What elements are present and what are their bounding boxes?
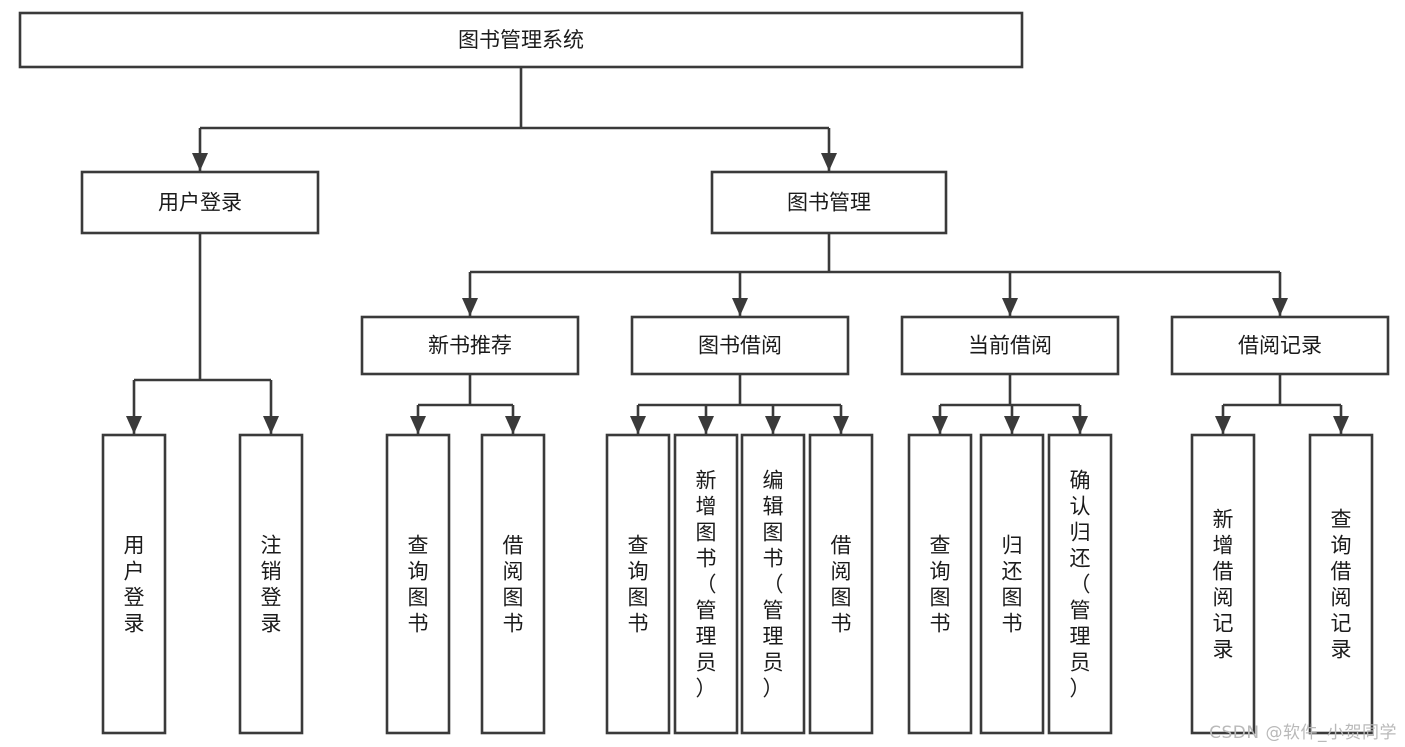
node-leaf-confirm-return-box[interactable] [1047,433,1113,735]
node-borrow-record-box[interactable] [1170,315,1390,376]
node-leaf-borrow-book-2[interactable]: 借阅图书 [808,433,874,735]
node-leaf-return-book-box[interactable] [979,433,1045,735]
arrow-head-icon [698,416,714,434]
node-book-manage-box[interactable] [710,170,948,235]
arrow-head-icon [821,153,837,171]
node-borrow-record-label: 借阅记录 [1238,334,1322,358]
node-user-login-label: 用户登录 [158,191,242,215]
node-leaf-query-book-2-box[interactable] [605,433,671,735]
node-leaf-query-book-3-box[interactable] [907,433,973,735]
node-leaf-add-record-label: 新增借阅记录 [1213,507,1234,661]
arrow-head-icon [1002,298,1018,316]
node-root-box[interactable] [18,11,1024,69]
node-leaf-query-record[interactable]: 查询借阅记录 [1308,433,1374,735]
node-user-login[interactable]: 用户登录 [80,170,320,235]
node-root[interactable]: 图书管理系统 [18,11,1024,69]
node-leaf-query-book-3[interactable]: 查询图书 [907,433,973,735]
connector-layer [126,67,1349,434]
arrow-head-icon [732,298,748,316]
node-book-borrow-box[interactable] [630,315,850,376]
node-leaf-add-record-box[interactable] [1190,433,1256,735]
node-leaf-borrow-book-1-label: 借阅图书 [503,533,524,635]
arrow-head-icon [1215,416,1231,434]
node-current-borrow-label: 当前借阅 [968,334,1052,358]
node-leaf-query-book-3-label: 查询图书 [930,533,951,635]
node-leaf-borrow-book-2-label: 借阅图书 [831,533,852,635]
node-leaf-logout-box[interactable] [238,433,304,735]
node-leaf-add-record[interactable]: 新增借阅记录 [1190,433,1256,735]
node-current-borrow[interactable]: 当前借阅 [900,315,1120,376]
arrow-head-icon [1272,298,1288,316]
node-leaf-user-login-box[interactable] [101,433,167,735]
node-leaf-query-record-label: 查询借阅记录 [1331,507,1352,661]
node-layer: 图书管理系统用户登录图书管理新书推荐图书借阅当前借阅借阅记录用户登录注销登录查询… [18,11,1390,735]
arrow-head-icon [1004,416,1020,434]
arrow-head-icon [462,298,478,316]
node-leaf-logout[interactable]: 注销登录 [238,433,304,735]
node-user-login-box[interactable] [80,170,320,235]
arrow-head-icon [263,416,279,434]
arrow-head-icon [765,416,781,434]
node-book-manage-label: 图书管理 [787,191,871,215]
node-leaf-query-record-box[interactable] [1308,433,1374,735]
node-leaf-add-book[interactable]: 新增图书（管理员） [673,433,739,735]
node-book-borrow[interactable]: 图书借阅 [630,315,850,376]
node-new-book-recommend[interactable]: 新书推荐 [360,315,580,376]
node-leaf-edit-book-label: 编辑图书（管理员） [763,468,784,700]
node-new-book-recommend-box[interactable] [360,315,580,376]
node-leaf-add-book-box[interactable] [673,433,739,735]
node-leaf-borrow-book-1-box[interactable] [480,433,546,735]
node-leaf-return-book-label: 归还图书 [1002,533,1023,635]
node-leaf-logout-label: 注销登录 [261,533,282,635]
arrow-head-icon [410,416,426,434]
node-leaf-user-login[interactable]: 用户登录 [101,433,167,735]
arrow-head-icon [932,416,948,434]
node-leaf-borrow-book-1[interactable]: 借阅图书 [480,433,546,735]
arrow-head-icon [505,416,521,434]
node-leaf-query-book-2[interactable]: 查询图书 [605,433,671,735]
node-new-book-recommend-label: 新书推荐 [428,334,512,358]
arrow-head-icon [833,416,849,434]
node-leaf-return-book[interactable]: 归还图书 [979,433,1045,735]
node-leaf-confirm-return-label: 确认归还（管理员） [1070,468,1091,700]
node-leaf-borrow-book-2-box[interactable] [808,433,874,735]
node-leaf-add-book-label: 新增图书（管理员） [696,468,717,700]
node-leaf-edit-book[interactable]: 编辑图书（管理员） [740,433,806,735]
node-current-borrow-box[interactable] [900,315,1120,376]
node-leaf-query-book-1[interactable]: 查询图书 [385,433,451,735]
arrow-head-icon [192,153,208,171]
arrow-head-icon [126,416,142,434]
node-book-manage[interactable]: 图书管理 [710,170,948,235]
node-book-borrow-label: 图书借阅 [698,334,782,358]
node-borrow-record[interactable]: 借阅记录 [1170,315,1390,376]
node-leaf-query-book-2-label: 查询图书 [628,533,649,635]
node-leaf-query-book-1-box[interactable] [385,433,451,735]
node-root-label: 图书管理系统 [458,28,584,52]
node-leaf-query-book-1-label: 查询图书 [408,533,429,635]
arrow-head-icon [1333,416,1349,434]
node-leaf-edit-book-box[interactable] [740,433,806,735]
arrow-head-icon [630,416,646,434]
node-leaf-confirm-return[interactable]: 确认归还（管理员） [1047,433,1113,735]
node-leaf-user-login-label: 用户登录 [124,533,145,635]
arrow-head-icon [1072,416,1088,434]
